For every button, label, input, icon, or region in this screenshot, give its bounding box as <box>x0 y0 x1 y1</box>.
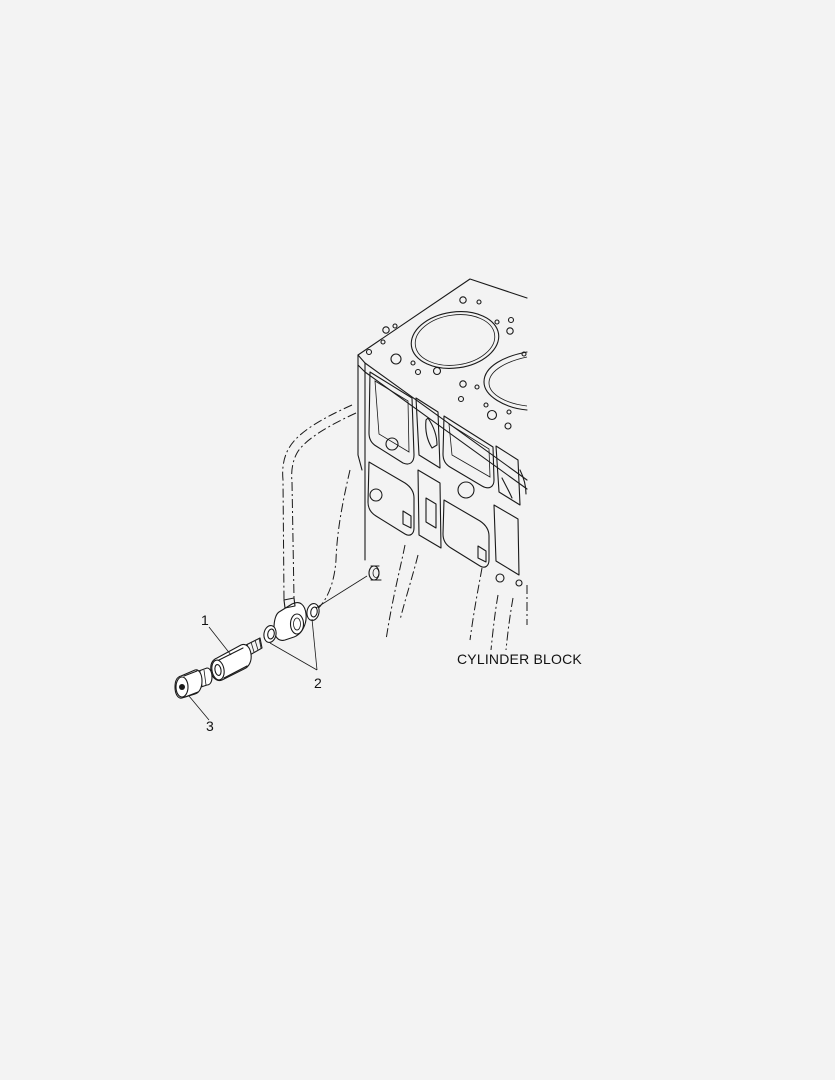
cylinder-block-label: CYLINDER BLOCK <box>457 651 582 667</box>
callout-1: 1 <box>201 612 209 628</box>
coolant-pipe-phantom <box>282 404 357 601</box>
temperature-sender <box>174 667 213 699</box>
callout-2: 2 <box>314 675 322 691</box>
sealing-washer-upper <box>306 603 320 621</box>
cylinder-block-drawing <box>307 278 528 651</box>
deck-bolt-holes <box>365 296 527 430</box>
elbow-fitting <box>273 597 307 641</box>
sealing-washer-lower <box>263 625 277 643</box>
leader-lines <box>188 575 368 721</box>
adapter-bolt <box>210 637 263 682</box>
callout-3: 3 <box>206 718 214 734</box>
